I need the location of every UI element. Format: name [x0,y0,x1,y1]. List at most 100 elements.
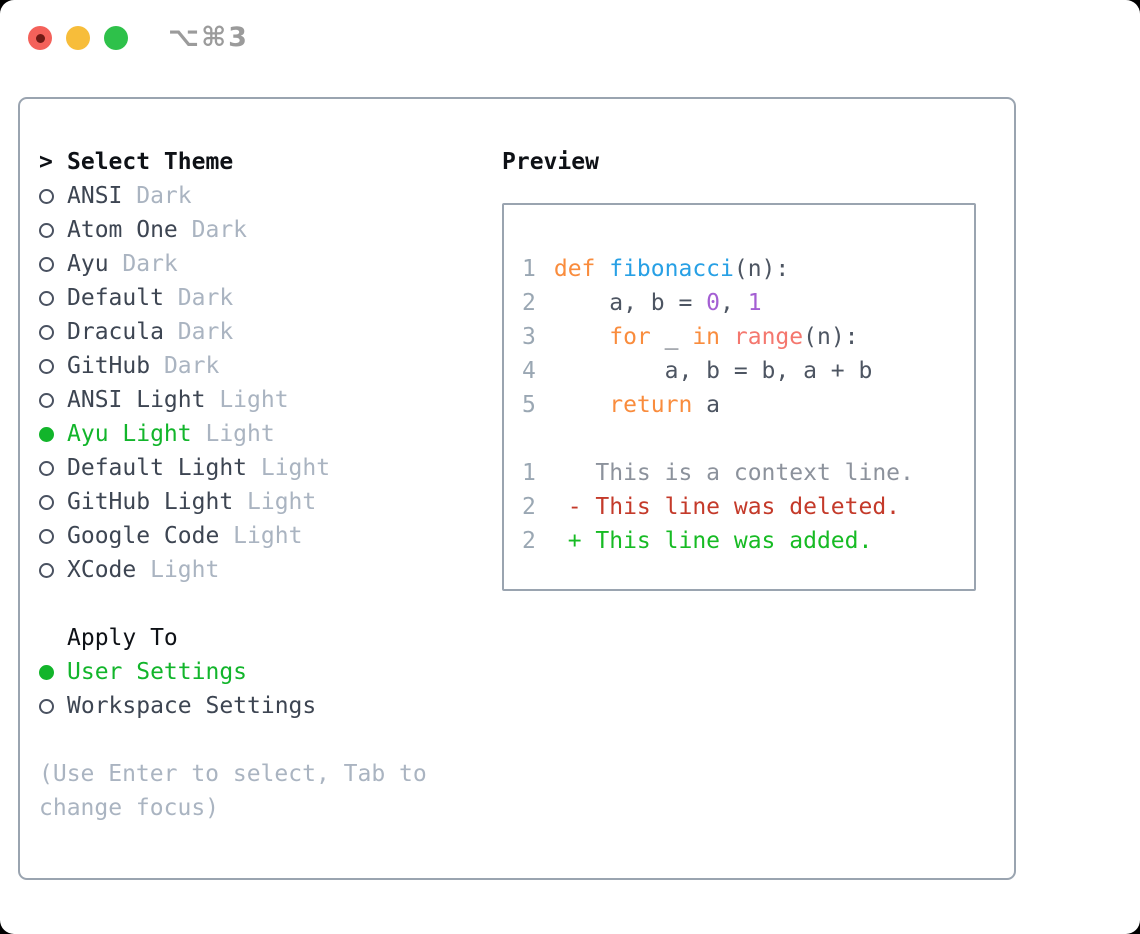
theme-variant-badge: Light [205,387,289,413]
theme-option[interactable]: ANSI Light Light [39,383,479,417]
radio-icon [39,494,54,510]
code-segment-code: (n): [733,256,790,282]
theme-option[interactable]: Atom One Dark [39,213,479,247]
theme-name: Dracula [67,319,164,345]
theme-option[interactable]: Default Light Light [39,451,479,485]
code-segment-code: a [692,392,721,418]
preview-title: Preview [502,149,599,175]
radio-icon [39,698,54,714]
radio-selected-icon [39,664,54,680]
code-line [522,422,974,456]
code-segment-code: a, b = b, a + b [553,358,873,384]
theme-name: Google Code [67,523,220,549]
code-line: 2 + This line was added. [522,524,974,558]
apply-option-label: User Settings [67,659,248,685]
code-line: 2 a, b = 0, 1 [522,286,974,320]
theme-variant-badge: Light [136,557,220,583]
code-segment-added: + This line was added. [553,528,873,554]
radio-icon [39,256,54,272]
select-theme-title: Select Theme [67,149,234,175]
theme-option[interactable]: Ayu Dark [39,247,479,281]
radio-icon [39,562,54,578]
line-number: 4 [522,358,536,384]
theme-option[interactable]: Default Dark [39,281,479,315]
code-segment-code: _ [650,324,693,350]
code-segment-keyword: in [692,324,721,350]
close-button[interactable] [28,26,52,50]
theme-option[interactable]: GitHub Dark [39,349,479,383]
theme-option[interactable]: Ayu Light Light [39,417,479,451]
code-segment-call: range [733,324,804,350]
radio-selected-icon [39,426,54,442]
theme-variant-badge: Light [233,489,317,515]
theme-name: ANSI [67,183,123,209]
apply-option[interactable]: User Settings [39,655,479,689]
select-theme-header-row: > Select Theme [39,145,479,179]
theme-name: Atom One [67,217,178,243]
code-line: 5 return a [522,388,974,422]
code-segment-number: 1 [747,290,762,316]
theme-option[interactable]: XCode Light [39,553,479,587]
code-segment-context: This is a context line. [553,460,914,486]
theme-variant-badge: Light [247,455,331,481]
theme-name: XCode [67,557,137,583]
radio-icon [39,188,54,204]
theme-option[interactable]: ANSI Dark [39,179,479,213]
code-segment-code: , [720,290,748,316]
zoom-button[interactable] [104,26,128,50]
code-segment-code: (n): [803,324,859,350]
code-segment-keyword: def [553,256,610,282]
code-segment-keyword: for [609,324,651,350]
radio-icon [39,392,54,408]
code-segment-function: fibonacci [609,256,734,282]
code-segment-code: a, b = [553,290,707,316]
theme-option[interactable]: GitHub Light Light [39,485,479,519]
theme-option[interactable]: Google Code Light [39,519,479,553]
line-number: 2 [522,290,536,316]
theme-variant-badge: Dark [163,285,234,311]
minimize-button[interactable] [66,26,90,50]
theme-variant-badge: Light [219,523,303,549]
code-segment-deleted: - This line was deleted. [553,494,901,520]
radio-icon [39,460,54,476]
code-segment-code [554,324,609,350]
hint-line-1: (Use Enter to select, Tab to [39,761,427,787]
theme-name: GitHub [67,353,151,379]
prompt-caret: > [39,149,53,175]
theme-variant-badge: Dark [177,217,248,243]
code-line: 3 for _ in range(n): [522,320,974,354]
line-number: 2 [522,494,536,520]
apply-option-label: Workspace Settings [67,693,317,719]
theme-name: Ayu [67,251,109,277]
spacer [39,587,479,621]
theme-option[interactable]: Dracula Dark [39,315,479,349]
code-segment-code [720,324,734,350]
radio-icon [39,222,54,238]
apply-option[interactable]: Workspace Settings [39,689,479,723]
code-line: 1 This is a context line. [522,456,974,490]
code-segment-keyword: return [609,392,693,418]
radio-icon [39,290,54,306]
code-line: 2 - This line was deleted. [522,490,974,524]
theme-name: GitHub Light [67,489,234,515]
line-number: 1 [522,460,536,486]
radio-icon [39,528,54,544]
code-segment-code [554,392,609,418]
title-bar: ⌥⌘3 [0,0,1140,76]
code-segment-number: 0 [706,290,721,316]
window-shortcut-label: ⌥⌘3 [168,22,249,53]
theme-name: ANSI Light [67,387,206,413]
line-number: 3 [522,324,536,350]
theme-variant-badge: Dark [163,319,234,345]
apply-to-header-row: Apply To [39,621,479,655]
theme-name: Ayu Light [67,421,192,447]
traffic-lights [28,26,128,50]
